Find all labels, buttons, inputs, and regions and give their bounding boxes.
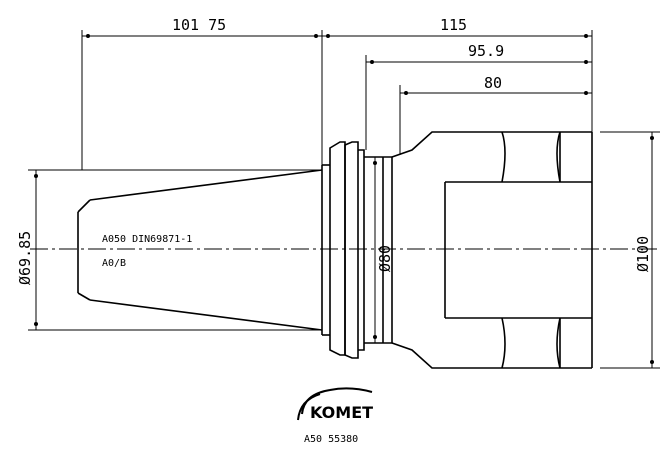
dim-taper-diameter: Ø69.85 (16, 231, 34, 285)
note-standard: A050 DIN69871-1 (102, 234, 192, 245)
dim-95-9: 95.9 (468, 42, 504, 60)
dimension-lines (28, 30, 660, 369)
dim-body-diameter: Ø100 (634, 236, 652, 272)
main-body (391, 131, 593, 369)
dim-115: 115 (440, 16, 467, 34)
flange-collar (329, 141, 393, 359)
part-number: A50 55380 (304, 434, 358, 445)
note-form: A0/B (102, 258, 126, 269)
logo-brand: KOMET (310, 403, 373, 422)
dim-collar-diameter: Ø80 (376, 245, 394, 272)
taper-shank (77, 164, 330, 336)
komet-logo-mark (297, 387, 373, 421)
dimension-arrows (34, 34, 654, 364)
dim-101-75: 101 75 (172, 16, 226, 34)
dim-80: 80 (484, 74, 502, 92)
